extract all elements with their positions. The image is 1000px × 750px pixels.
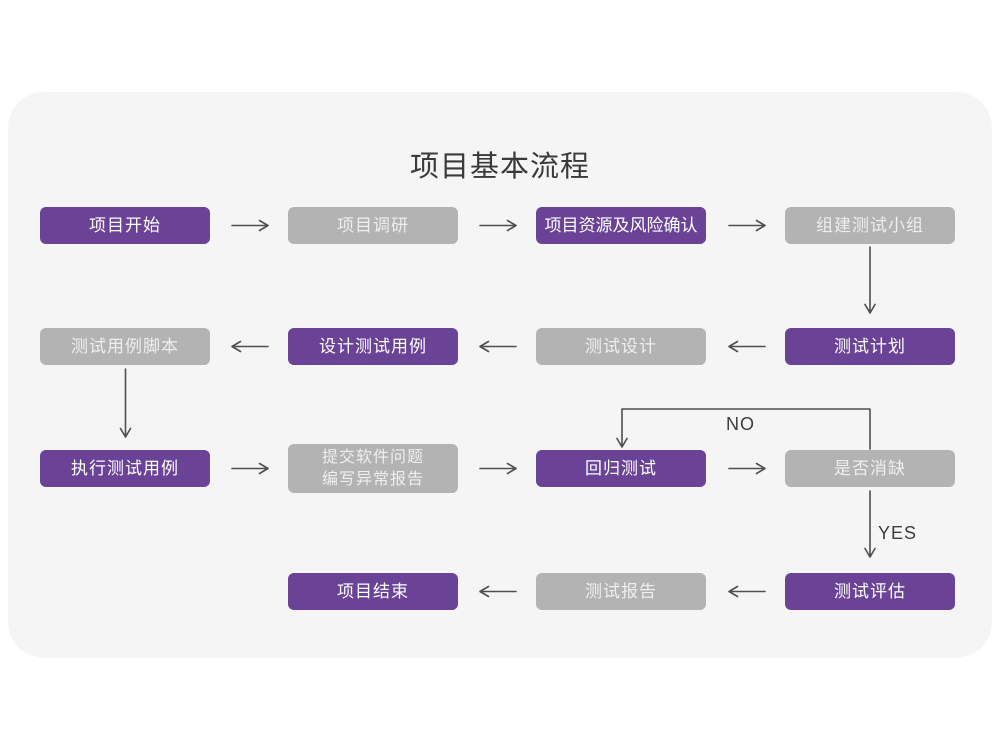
node-test-case-script: 测试用例脚本 <box>40 328 210 365</box>
node-test-plan: 测试计划 <box>785 328 955 365</box>
node-submit-issues-write-report: 提交软件问题 编写异常报告 <box>288 444 458 493</box>
node-project-start: 项目开始 <box>40 207 210 244</box>
page-title: 项目基本流程 <box>409 151 590 183</box>
arrow-script-to-execute-icon <box>119 368 132 438</box>
node-build-test-team: 组建测试小组 <box>785 207 955 244</box>
node-design-test-cases: 设计测试用例 <box>288 328 458 365</box>
arrow-plan-to-design-icon <box>728 340 766 353</box>
arrow-evaluation-to-report-icon <box>728 585 766 598</box>
arrow-no-loop-icon <box>616 408 871 450</box>
arrow-design-to-case-design-icon <box>479 340 517 353</box>
arrow-start-to-research-icon <box>231 219 269 232</box>
arrow-report-to-end-icon <box>479 585 517 598</box>
arrow-team-to-plan-icon <box>864 246 876 314</box>
no-branch-label: NO <box>726 414 755 434</box>
node-regression-test: 回归测试 <box>536 450 706 487</box>
arrow-yes-branch-icon <box>864 490 876 558</box>
arrow-research-to-risk-icon <box>479 219 517 232</box>
node-execute-test-cases: 执行测试用例 <box>40 450 210 487</box>
node-defect-cleared-decision: 是否消缺 <box>785 450 955 487</box>
arrow-risk-to-team-icon <box>728 219 766 232</box>
flowchart-card <box>8 92 992 658</box>
node-test-evaluation: 测试评估 <box>785 573 955 610</box>
arrow-execute-to-report-issues-icon <box>231 462 269 475</box>
node-test-report: 测试报告 <box>536 573 706 610</box>
node-resources-risk-confirm: 项目资源及风险确认 <box>536 207 706 244</box>
node-project-research: 项目调研 <box>288 207 458 244</box>
node-test-design: 测试设计 <box>536 328 706 365</box>
arrow-report-issues-to-regression-icon <box>479 462 517 475</box>
yes-branch-label: YES <box>878 523 918 543</box>
arrow-case-design-to-script-icon <box>231 340 269 353</box>
arrow-regression-to-decision-icon <box>728 462 766 475</box>
node-project-end: 项目结束 <box>288 573 458 610</box>
